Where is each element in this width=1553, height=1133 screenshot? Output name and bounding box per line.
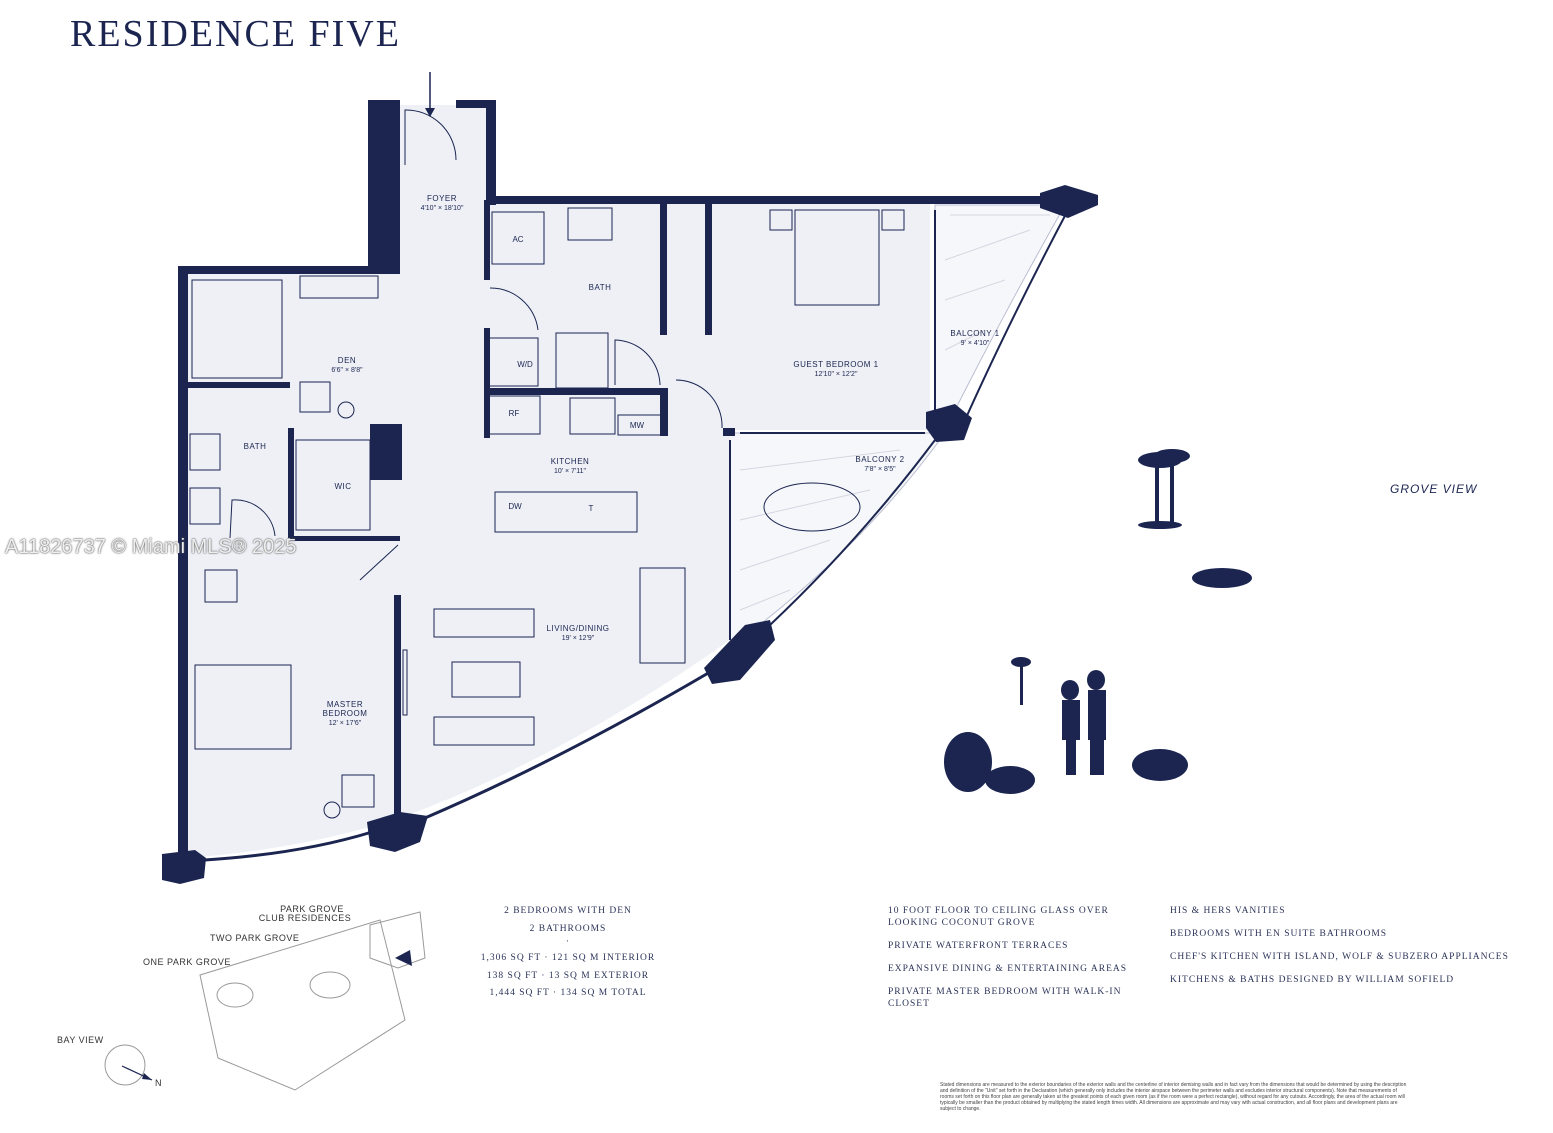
dw-label: DW	[508, 502, 522, 511]
park-grove-label-2: CLUB RESIDENCES	[259, 913, 352, 923]
master-bath-label: BATH	[244, 442, 267, 451]
balcony-2-label: BALCONY 2	[855, 455, 904, 464]
glass-wall-2	[424, 670, 711, 820]
feature-item: KITCHENS & BATHS DESIGNED BY WILLIAM SOF…	[1170, 975, 1455, 985]
wic-label: WIC	[334, 482, 351, 491]
features-right: HIS & HERS VANITIES BEDROOMS WITH EN SUI…	[1170, 905, 1510, 997]
page-title: RESIDENCE FIVE	[70, 13, 401, 55]
total-area: 1,444 SQ FT · 134 SQ M TOTAL	[489, 988, 647, 998]
unit-summary: 2 BEDROOMS WITH DEN 2 BATHROOMS · 1,306 …	[478, 903, 658, 1003]
rf-label: RF	[509, 409, 520, 418]
living-label: LIVING/DINING	[547, 624, 610, 633]
balcony-1-area	[934, 204, 1066, 431]
feature-item: HIS & HERS VANITIES	[1170, 906, 1286, 916]
two-park-grove-label: TWO PARK GROVE	[210, 933, 299, 943]
fixtures	[189, 207, 905, 819]
features-left: 10 FOOT FLOOR TO CEILING GLASS OVER LOOK…	[888, 905, 1148, 1021]
balcony-2-dim: 7'8" × 8'5"	[864, 466, 896, 473]
living-dim: 19' × 12'9"	[562, 635, 595, 642]
north-label: N	[155, 1078, 162, 1088]
walls	[162, 100, 1098, 884]
park-grove-label-1: PARK GROVE	[280, 904, 344, 914]
ac-label: AC	[512, 235, 523, 244]
master-label-2: BEDROOM	[323, 709, 368, 718]
summary-separator: ·	[565, 937, 571, 947]
exterior-area: 138 SQ FT · 13 SQ M EXTERIOR	[486, 970, 650, 981]
master-label-1: MASTER	[327, 700, 363, 709]
feature-item: PRIVATE MASTER BEDROOM WITH WALK-IN CLOS…	[888, 987, 1122, 1009]
interior-floor	[182, 105, 930, 858]
foyer-label: FOYER	[427, 194, 457, 203]
balcony-1-dim: 9' × 4'10"	[961, 340, 990, 347]
wd-label: W/D	[517, 360, 533, 369]
palm-illustration	[1138, 449, 1252, 588]
bathrooms-text: 2 BATHROOMS	[529, 923, 607, 934]
glass-wall-4	[769, 439, 936, 626]
bay-view-label: BAY VIEW	[57, 1035, 104, 1045]
entry-door	[404, 109, 457, 165]
unit-highlight	[395, 950, 412, 966]
couple-illustration	[944, 657, 1188, 794]
interior-area: 1,306 SQ FT · 121 SQ M INTERIOR	[480, 953, 656, 963]
feature-item: PRIVATE WATERFRONT TERRACES	[888, 941, 1069, 951]
watermark: A11826737 © Miami MLS® 2025	[5, 536, 297, 558]
feature-item: CHEF'S KITCHEN WITH ISLAND, WOLF & SUBZE…	[1170, 952, 1509, 962]
glass-wall-3	[964, 209, 1069, 421]
guest-bedroom-dim: 12'10" × 12'2"	[815, 371, 858, 378]
foyer-dim: 4'10" × 18'10"	[421, 205, 464, 212]
glass-wall	[204, 830, 373, 862]
den-label: DEN	[338, 356, 356, 365]
master-dim: 12' × 17'6"	[329, 720, 362, 727]
feature-item: 10 FOOT FLOOR TO CEILING GLASS OVER LOOK…	[888, 906, 1109, 928]
balcony-1-label: BALCONY 1	[950, 329, 999, 338]
disclaimer: Stated dimensions are measured to the ex…	[940, 1082, 1407, 1112]
grove-view-label: GROVE VIEW	[1390, 482, 1478, 496]
mw-label: MW	[630, 421, 645, 430]
one-park-grove-label: ONE PARK GROVE	[143, 957, 231, 967]
feature-item: BEDROOMS WITH EN SUITE BATHROOMS	[1170, 929, 1388, 939]
guest-bath-label: BATH	[589, 283, 612, 292]
decking-lines	[739, 214, 1050, 611]
feature-item: EXPANSIVE DINING & ENTERTAINING AREAS	[888, 964, 1128, 974]
balcony-2-area	[727, 432, 946, 641]
t-label: T	[589, 504, 594, 513]
bedrooms-text: 2 BEDROOMS WITH DEN	[504, 906, 632, 916]
kitchen-dim: 10' × 7'11"	[554, 468, 587, 475]
guest-bedroom-label: GUEST BEDROOM 1	[793, 360, 878, 369]
kitchen-label: KITCHEN	[551, 457, 590, 466]
den-dim: 6'6" × 8'8"	[331, 367, 363, 374]
